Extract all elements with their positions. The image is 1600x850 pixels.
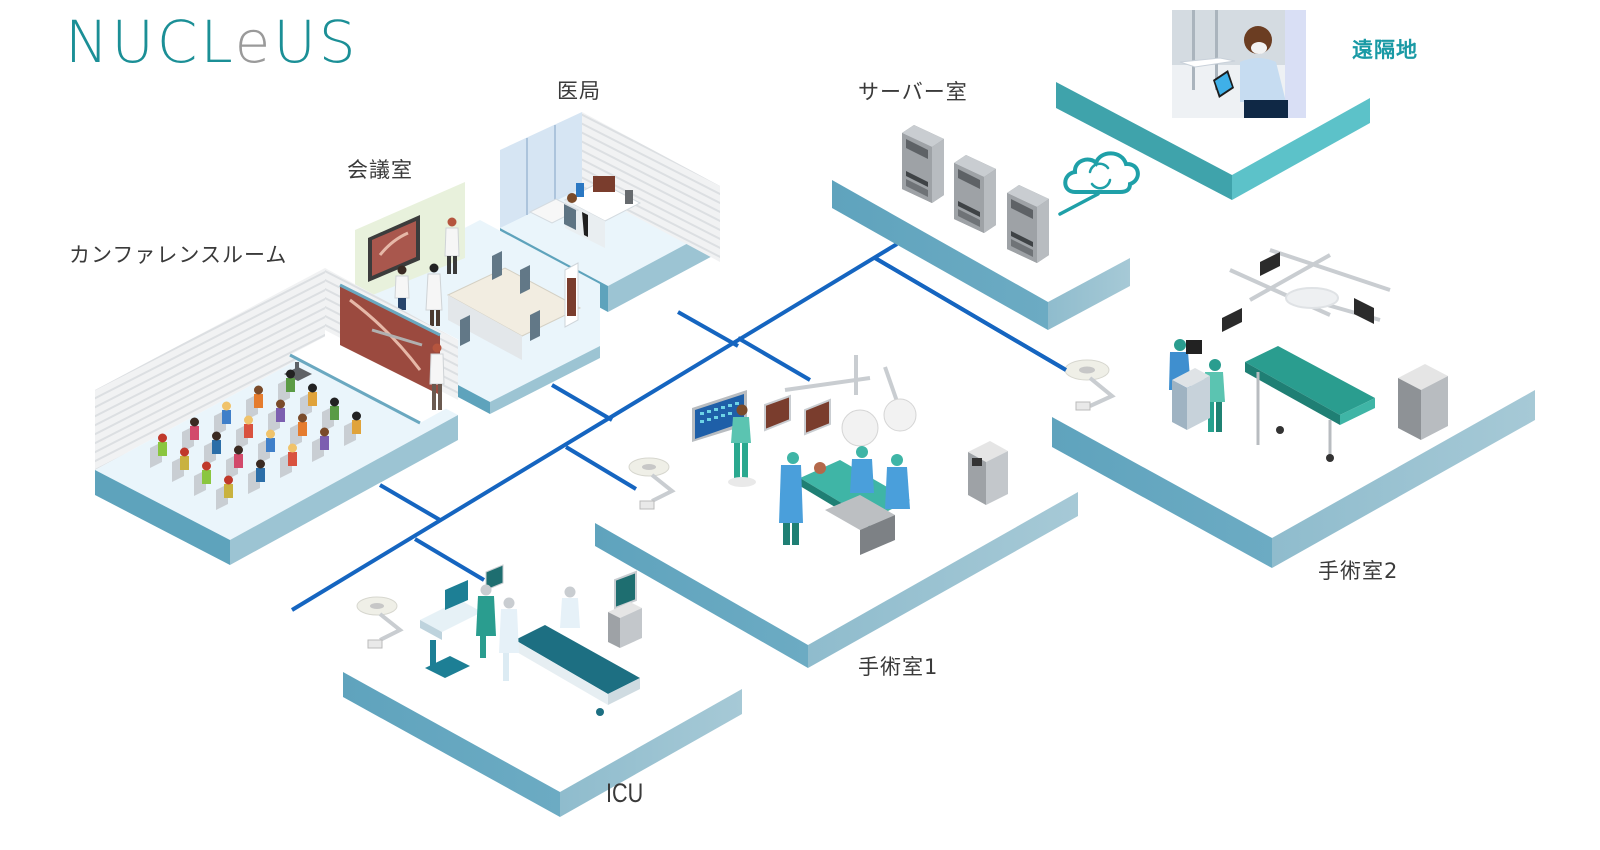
audience-member <box>352 420 361 434</box>
doctor-figure <box>444 217 460 274</box>
surgical-light-icon <box>841 398 917 447</box>
meeting-room <box>355 182 600 414</box>
or1-platform <box>595 355 1078 668</box>
network-branch-icu <box>413 537 486 582</box>
cabinet-icon <box>1398 364 1448 440</box>
ceiling-camera-icon <box>628 457 676 510</box>
network-branch-meeting-room <box>550 383 614 422</box>
audience-member <box>190 426 199 440</box>
label-icu: ICU <box>606 778 644 808</box>
network-link-or2 <box>873 256 1068 372</box>
endoscopy-cart-icon <box>1172 340 1210 430</box>
audience-member <box>308 392 317 406</box>
audience-member-head <box>298 413 307 423</box>
audience-member <box>320 436 329 450</box>
server-rack-icon <box>954 155 996 233</box>
icu-platform <box>343 564 742 817</box>
network-branch-or1-lower <box>564 445 638 491</box>
surgeon-figure <box>850 446 874 493</box>
network-branch-medical-office <box>677 310 739 348</box>
surgeon-figure <box>779 452 803 545</box>
audience-member-head <box>224 475 233 485</box>
audience-member-head <box>222 401 231 411</box>
nucleus-logo: NUCLeUS <box>65 12 359 72</box>
audience-member <box>224 484 233 498</box>
logo-text-suffix: US <box>273 8 359 76</box>
audience-member-head <box>234 445 243 455</box>
audience-member <box>158 442 167 456</box>
logo-text-prefix: NUCL <box>65 8 235 76</box>
audience-member-head <box>288 443 297 453</box>
audience-member-head <box>256 459 265 469</box>
audience-member-head <box>180 447 189 457</box>
icu-bed-icon <box>515 625 640 716</box>
audience-member-head <box>352 411 361 421</box>
audience-member <box>288 452 297 466</box>
ceiling-camera-icon <box>356 596 404 649</box>
network-branch-or1-upper <box>736 336 812 382</box>
audience-member-head <box>286 369 295 379</box>
surgical-bed-icon <box>1245 346 1375 462</box>
audience-member-head <box>254 385 263 395</box>
audience-member <box>256 468 265 482</box>
doctor-figure <box>560 586 580 628</box>
label-or2: 手術室2 <box>1318 559 1399 583</box>
doctor-figure <box>394 265 410 310</box>
audience-seats-icon <box>150 369 361 510</box>
or2-platform <box>1052 248 1535 568</box>
audience-member-head <box>244 415 253 425</box>
audience-member-head <box>308 383 317 393</box>
audience-member <box>180 456 189 470</box>
label-meeting-room: 会議室 <box>347 158 413 182</box>
audience-member-head <box>266 429 275 439</box>
server-rack-icon <box>902 125 944 203</box>
server-room-platform <box>832 180 1130 330</box>
doctor-figure <box>499 597 519 681</box>
conference-hall-room <box>95 268 458 565</box>
audience-member <box>254 394 263 408</box>
audience-member-head <box>276 399 285 409</box>
audience-member <box>330 406 339 420</box>
nurse-figure <box>476 584 496 658</box>
audience-member <box>286 378 295 392</box>
network-backbone <box>290 242 899 612</box>
server-racks[interactable] <box>902 125 1049 263</box>
ceiling-camera-icon <box>1064 359 1116 411</box>
doctor-figure <box>425 263 443 326</box>
surgeon-figure <box>885 454 910 509</box>
audience-member-head <box>212 431 221 441</box>
audience-member-head <box>158 433 167 443</box>
audience-member-head <box>330 397 339 407</box>
label-remote-site: 遠隔地 <box>1352 38 1418 62</box>
audience-member-head <box>202 461 211 471</box>
label-medical-office: 医局 <box>557 79 601 103</box>
cloud-sync-icon[interactable] <box>1058 151 1140 216</box>
label-conference-hall: カンファレンスルーム <box>69 243 288 267</box>
ultrasound-machine-icon <box>420 580 482 678</box>
audience-member <box>244 424 253 438</box>
presenter-figure <box>429 343 445 410</box>
audience-member <box>276 408 285 422</box>
audience-member-head <box>190 417 199 427</box>
audience-member-head <box>320 427 329 437</box>
audience-member <box>234 454 243 468</box>
remote-doctor-tablet-icon <box>1172 10 1306 118</box>
label-or1: 手術室1 <box>858 655 939 679</box>
logo-text-e: e <box>234 8 274 76</box>
patient-monitor-icon <box>608 570 642 648</box>
network-branch-conference <box>378 483 442 522</box>
server-rack-icon <box>1007 185 1049 263</box>
equipment-tower-icon <box>968 441 1008 505</box>
audience-member <box>298 422 307 436</box>
audience-member <box>202 470 211 484</box>
remote-site-platform <box>1056 82 1370 200</box>
logo-text: NUCLeUS <box>65 8 359 76</box>
audience-member <box>222 410 231 424</box>
audience-member <box>212 440 221 454</box>
label-server-room: サーバー室 <box>858 80 968 104</box>
audience-member <box>266 438 275 452</box>
nurse-figure <box>728 404 756 487</box>
surgical-boom-arms <box>1229 248 1391 322</box>
